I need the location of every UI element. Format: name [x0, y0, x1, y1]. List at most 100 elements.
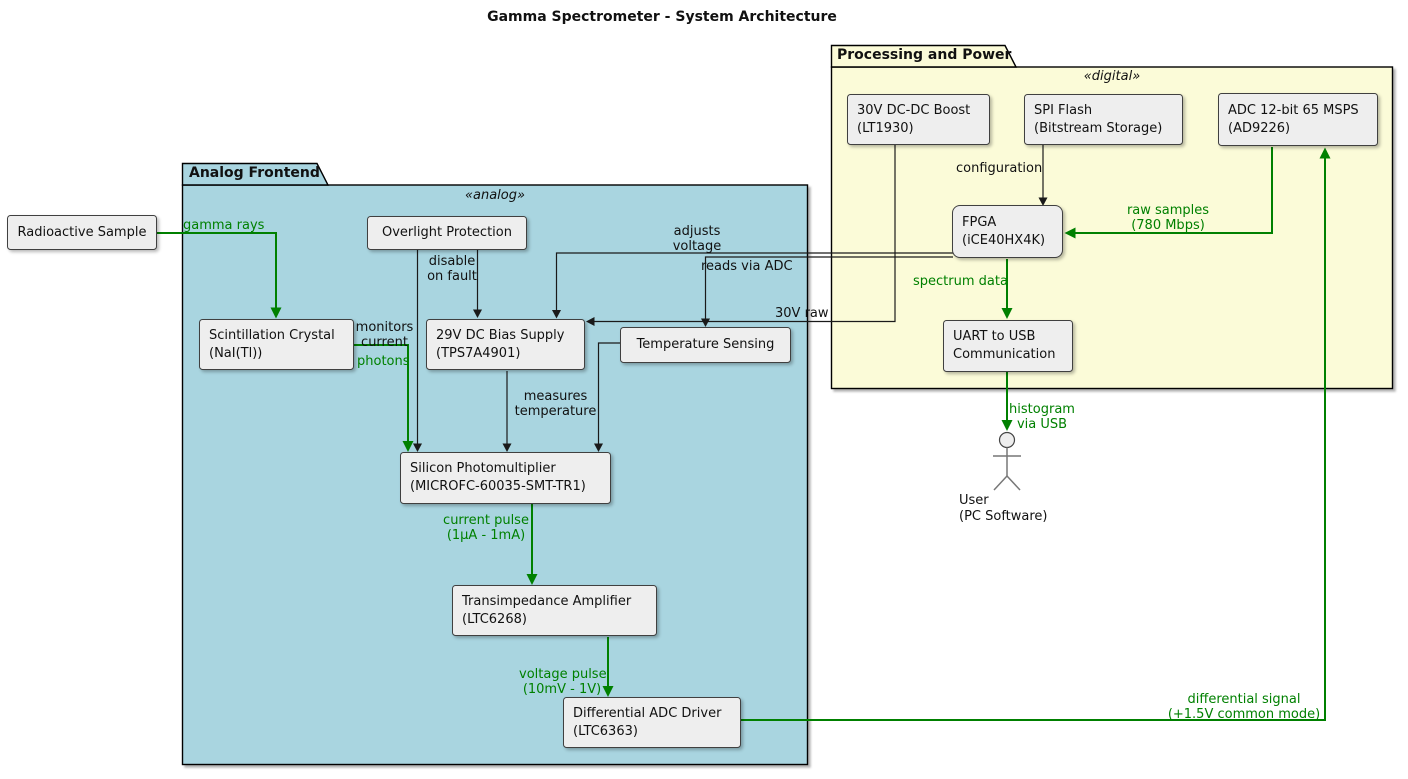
edge-label-differential-signal: differential signal (+1.5V common mode) — [1166, 692, 1322, 722]
user-actor-label: User (PC Software) — [959, 493, 1048, 525]
node-label: (MICROFC-60035-SMT-TR1) — [410, 479, 586, 494]
node-label: (LTC6363) — [573, 723, 638, 739]
node-radioactive-sample: Radioactive Sample — [7, 215, 157, 250]
edge-reads-via-adc — [704, 256, 953, 319]
edge-label-configuration: configuration — [956, 161, 1042, 176]
edge-label-line: 30V raw — [775, 306, 829, 321]
edge-label-30v-raw: 30V raw — [775, 306, 829, 321]
arrowhead — [1319, 147, 1331, 159]
edge-label-line: current — [361, 335, 408, 350]
node-label: (TPS7A4901) — [436, 345, 521, 361]
package-processing-power-title: Processing and Power — [837, 47, 1012, 63]
edge-label-spectrum-data: spectrum data — [913, 274, 1008, 289]
edge-label-line: differential signal — [1187, 692, 1301, 707]
edge-30v-raw — [594, 145, 896, 323]
edge-label-line: configuration — [956, 161, 1043, 176]
edge-label-disable-on-fault: disable on fault — [420, 254, 484, 284]
edge-label-monitors-current: monitors current — [352, 320, 417, 350]
node-label: SPI Flash — [1034, 102, 1093, 118]
node-overlight-protection: Overlight Protection — [367, 216, 527, 250]
node-label: (Bitstream Storage) — [1034, 120, 1163, 136]
edge-gamma-rays — [157, 232, 277, 308]
edge-label-line: measures — [523, 389, 588, 404]
edge-label-line: monitors — [355, 320, 414, 335]
node-uart-usb: UART to USB Communication — [943, 320, 1073, 372]
arrowhead — [526, 574, 538, 585]
arrowhead — [602, 686, 614, 697]
edge-label-voltage-pulse: voltage pulse (10mV - 1V) — [519, 667, 607, 697]
node-label: (iCE40HX4K) — [962, 232, 1046, 248]
edge-label-current-pulse: current pulse (1µA - 1mA) — [443, 513, 529, 543]
package-analog-frontend-title: Analog Frontend — [189, 165, 320, 181]
edge-label-line: (780 Mbps) — [1131, 218, 1205, 233]
edge-measures-temperature — [597, 342, 620, 444]
arrowhead — [502, 443, 512, 452]
edge-label-line: disable — [428, 254, 476, 269]
arrowhead — [473, 309, 482, 318]
edge-raw-samples — [1075, 147, 1273, 234]
node-label: ADC 12-bit 65 MSPS — [1228, 102, 1359, 118]
edge-label-line: (10mV - 1V) — [522, 682, 602, 697]
green-edges — [157, 147, 1326, 721]
edge-label-line: on fault — [427, 269, 477, 284]
node-transimpedance-amplifier: Transimpedance Amplifier (LTC6268) — [452, 585, 657, 636]
edge-label-line: reads via ADC — [701, 259, 793, 274]
black-edges — [416, 145, 1044, 444]
edge-label-line: raw samples — [1126, 203, 1210, 218]
edge-label-line: via USB — [1016, 417, 1068, 432]
edge-label-reads-via-adc: reads via ADC — [701, 259, 793, 274]
arrowhead — [1001, 308, 1013, 319]
edge-label-gamma-rays: gamma rays — [183, 218, 264, 233]
edge-label-adjusts-voltage: adjusts voltage — [665, 224, 729, 254]
arrowhead — [270, 307, 282, 319]
node-label: Radioactive Sample — [17, 224, 147, 240]
edge-label-line: voltage — [672, 239, 722, 254]
edge-label-line: adjusts — [673, 224, 721, 239]
package-analog-stereotype: «analog» — [464, 188, 526, 203]
node-differential-adc-driver: Differential ADC Driver (LTC6363) — [563, 697, 741, 748]
node-label: Transimpedance Amplifier — [462, 593, 632, 609]
arrowhead — [701, 318, 710, 327]
arrowhead — [586, 317, 595, 326]
node-label: 29V DC Bias Supply — [436, 327, 565, 343]
arrowhead — [1001, 420, 1013, 431]
node-label: Silicon Photomultiplier — [410, 461, 556, 476]
edge-label-line: voltage pulse — [519, 667, 607, 682]
edge-label-line: (1µA - 1mA) — [446, 528, 526, 543]
arrowhead — [552, 310, 561, 319]
package-digital-stereotype: «digital» — [1083, 69, 1141, 84]
black-arrowheads — [413, 197, 1048, 452]
arrowhead — [594, 443, 603, 452]
actor-label-line: (PC Software) — [959, 509, 1048, 524]
actor-label-line: User — [959, 493, 989, 508]
node-label: Scintillation Crystal — [209, 327, 335, 343]
edge-label-histogram-via-usb: histogram via USB — [1008, 402, 1076, 432]
node-label: FPGA — [962, 214, 997, 230]
node-label: 30V DC-DC Boost — [857, 102, 971, 118]
node-spi-flash: SPI Flash (Bitstream Storage) — [1024, 94, 1183, 145]
diagram-title: Gamma Spectrometer - System Architecture — [487, 9, 837, 25]
edge-photons — [354, 344, 409, 441]
node-label: (NaI(Tl)) — [209, 345, 263, 361]
edge-differential-signal — [741, 158, 1326, 721]
node-silicon-photomultiplier: Silicon Photomultiplier (MICROFC-60035-S… — [400, 452, 611, 504]
edge-label-line: temperature — [514, 404, 597, 419]
edge-label-photons: photons — [357, 354, 410, 369]
edge-label-line: spectrum data — [913, 274, 1008, 289]
green-arrowheads — [270, 147, 1331, 697]
node-label: Differential ADC Driver — [573, 705, 722, 721]
node-label: Overlight Protection — [382, 225, 512, 240]
edge-adjusts-voltage — [555, 252, 953, 310]
node-temperature-sensing: Temperature Sensing — [620, 327, 791, 363]
edge-label-line: gamma rays — [183, 218, 265, 233]
arrowhead — [1038, 197, 1048, 206]
node-label: UART to USB — [953, 329, 1036, 344]
arrowhead — [413, 443, 422, 452]
edge-label-line: photons — [357, 354, 410, 369]
node-adc: ADC 12-bit 65 MSPS (AD9226) — [1218, 93, 1378, 146]
node-label: Temperature Sensing — [636, 337, 775, 352]
edge-label-measures-temperature: measures temperature — [513, 389, 598, 419]
arrowhead — [1064, 227, 1076, 239]
